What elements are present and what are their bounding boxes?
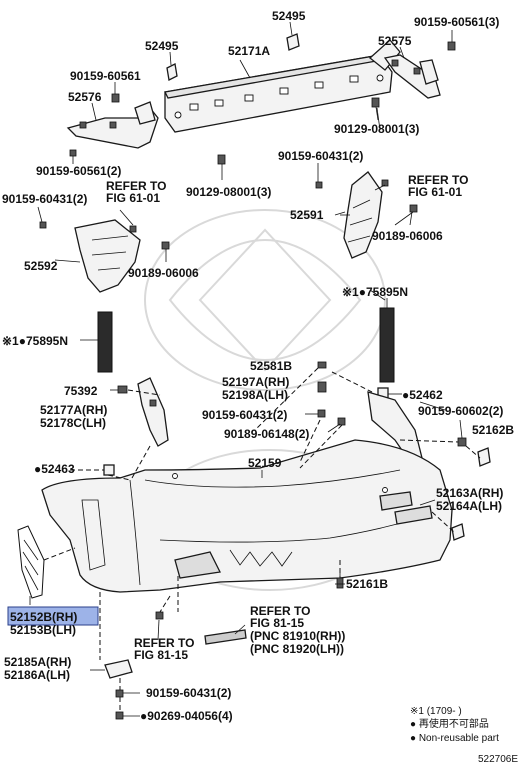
label-52575[interactable]: 52575 — [378, 34, 412, 48]
label-90159-60561-2[interactable]: 90159-60561(2) — [36, 164, 121, 178]
clip-52495-top[interactable] — [286, 21, 300, 51]
label-90189-06006-r[interactable]: 90189-06006 — [372, 229, 443, 243]
label-52495-left[interactable]: 52495 — [145, 39, 179, 53]
label-52197a[interactable]: 52197A(RH) — [222, 375, 289, 389]
label-52581b[interactable]: 52581B — [250, 359, 292, 373]
bolt-90159-60561-2[interactable] — [69, 149, 77, 164]
spacer-52197a[interactable] — [317, 381, 327, 393]
retainer-52591[interactable] — [340, 171, 383, 259]
bolt-90159-60561[interactable] — [111, 82, 120, 103]
legend-note-2: ● 再使用不可部品 — [410, 717, 489, 730]
highlight-52152b — [7, 606, 99, 626]
tape-75895n-left[interactable] — [80, 311, 113, 373]
clip-52495-left[interactable] — [166, 51, 178, 81]
label-52159[interactable]: 52159 — [248, 456, 282, 470]
label-90159-60561[interactable]: 90159-60561 — [70, 69, 141, 83]
label-90159-60431-2-c[interactable]: 90159-60431(2) — [202, 408, 287, 422]
bracket-52576[interactable] — [66, 101, 159, 149]
callout-labels: 52495 90159-60561(3) 52495 52171A 52575 … — [2, 9, 514, 723]
bumper-reinforcement[interactable] — [164, 39, 401, 133]
label-75392[interactable]: 75392 — [64, 384, 98, 398]
clip-75392[interactable] — [110, 385, 128, 394]
label-52186a[interactable]: 52186A(LH) — [4, 668, 70, 682]
bracket-52185a[interactable] — [104, 659, 140, 720]
label-52178c[interactable]: 52178C(LH) — [40, 416, 106, 430]
clip-90159-60431-center[interactable] — [305, 409, 326, 418]
leader-lines — [29, 59, 446, 671]
label-90159-60602[interactable]: 90159-60602(2) — [418, 404, 503, 418]
legend-note-3: ● Non-reusable part — [410, 733, 499, 744]
assembly-lines — [43, 367, 481, 712]
label-refer-61-l-1[interactable]: REFER TO — [106, 179, 166, 193]
legend-note-1: ※1 (1709- ) — [410, 706, 462, 717]
bolt-90159-60561-3[interactable] — [447, 30, 456, 51]
label-refer-81-l-1[interactable]: REFER TO — [134, 636, 194, 650]
label-52462[interactable]: ●52462 — [402, 388, 443, 402]
label-refer-61-r-2[interactable]: FIG 61-01 — [408, 185, 462, 199]
retainer-52592[interactable] — [74, 219, 141, 293]
clip-90159-60431-retainer-r[interactable] — [315, 163, 389, 189]
clip-90189-06148[interactable] — [327, 417, 346, 433]
label-90269-04056[interactable]: ●90269-04056(4) — [140, 709, 233, 723]
label-refer-81-r-2[interactable]: FIG 81-15 — [250, 616, 304, 630]
label-52163a[interactable]: 52163A(RH) — [436, 486, 503, 500]
cover-52163a[interactable] — [451, 523, 465, 541]
label-75895n-r[interactable]: ※1●75895N — [342, 285, 408, 299]
label-52152b[interactable]: 52152B(RH) — [10, 610, 77, 624]
clip-90189-06006-r[interactable] — [409, 204, 418, 226]
label-52495-top[interactable]: 52495 — [272, 9, 306, 23]
label-refer-81-r-4[interactable]: (PNC 81920(LH)) — [250, 642, 344, 656]
side-grille-52152b[interactable] — [17, 525, 45, 599]
label-52463[interactable]: ●52463 — [34, 462, 75, 476]
label-52185a[interactable]: 52185A(RH) — [4, 655, 71, 669]
clip-52162b[interactable] — [477, 447, 491, 467]
label-90159-60431-2-l[interactable]: 90159-60431(2) — [2, 192, 87, 206]
label-52161b[interactable]: 52161B — [346, 577, 388, 591]
bolt-90129-08001-center[interactable] — [217, 154, 226, 180]
label-90159-60561-3[interactable]: 90159-60561(3) — [414, 15, 499, 29]
bracket-52575[interactable] — [383, 46, 441, 99]
label-refer-61-r-1[interactable]: REFER TO — [408, 173, 468, 187]
label-90129-08001-r[interactable]: 90129-08001(3) — [334, 122, 419, 136]
label-90189-06006-l[interactable]: 90189-06006 — [128, 266, 199, 280]
bolt-90129-08001-right[interactable] — [371, 97, 380, 121]
label-52177a[interactable]: 52177A(RH) — [40, 403, 107, 417]
label-refer-81-l-2[interactable]: FIG 81-15 — [134, 648, 188, 662]
label-52198a[interactable]: 52198A(LH) — [222, 388, 288, 402]
clip-90189-06006-l[interactable] — [161, 241, 170, 262]
label-75895n-l[interactable]: ※1●75895N — [2, 334, 68, 348]
clip-52581b[interactable] — [317, 361, 327, 369]
retainer-52177a[interactable] — [137, 377, 169, 447]
clip-90159-60431-retainer-l[interactable] — [37, 206, 137, 233]
label-52591[interactable]: 52591 — [290, 208, 324, 222]
label-refer-81-r-1[interactable]: REFER TO — [250, 604, 310, 618]
label-90159-60431-2-tr[interactable]: 90159-60431(2) — [278, 149, 363, 163]
label-90189-06148[interactable]: 90189-06148(2) — [224, 427, 309, 441]
label-52576[interactable]: 52576 — [68, 90, 102, 104]
rear-bumper-cover[interactable] — [41, 439, 453, 593]
tape-75895n-right[interactable] — [379, 298, 395, 383]
legend: ※1 (1709- ) ● 再使用不可部品 ● Non-reusable par… — [410, 706, 518, 765]
label-52162b[interactable]: 52162B — [472, 423, 514, 437]
clip-52463[interactable] — [103, 464, 115, 476]
label-52171a[interactable]: 52171A — [228, 44, 270, 58]
label-90129-08001-c[interactable]: 90129-08001(3) — [186, 185, 271, 199]
label-90159-60431-2-b[interactable]: 90159-60431(2) — [146, 686, 231, 700]
label-refer-61-l-2[interactable]: FIG 61-01 — [106, 191, 160, 205]
label-52153b[interactable]: 52153B(LH) — [10, 623, 76, 637]
label-52164a[interactable]: 52164A(LH) — [436, 499, 502, 513]
screw-90159-60602[interactable] — [457, 419, 467, 447]
label-refer-81-r-3[interactable]: (PNC 81910(RH)) — [250, 629, 345, 643]
figure-code: 522706E — [478, 754, 518, 765]
label-52592[interactable]: 52592 — [24, 259, 58, 273]
